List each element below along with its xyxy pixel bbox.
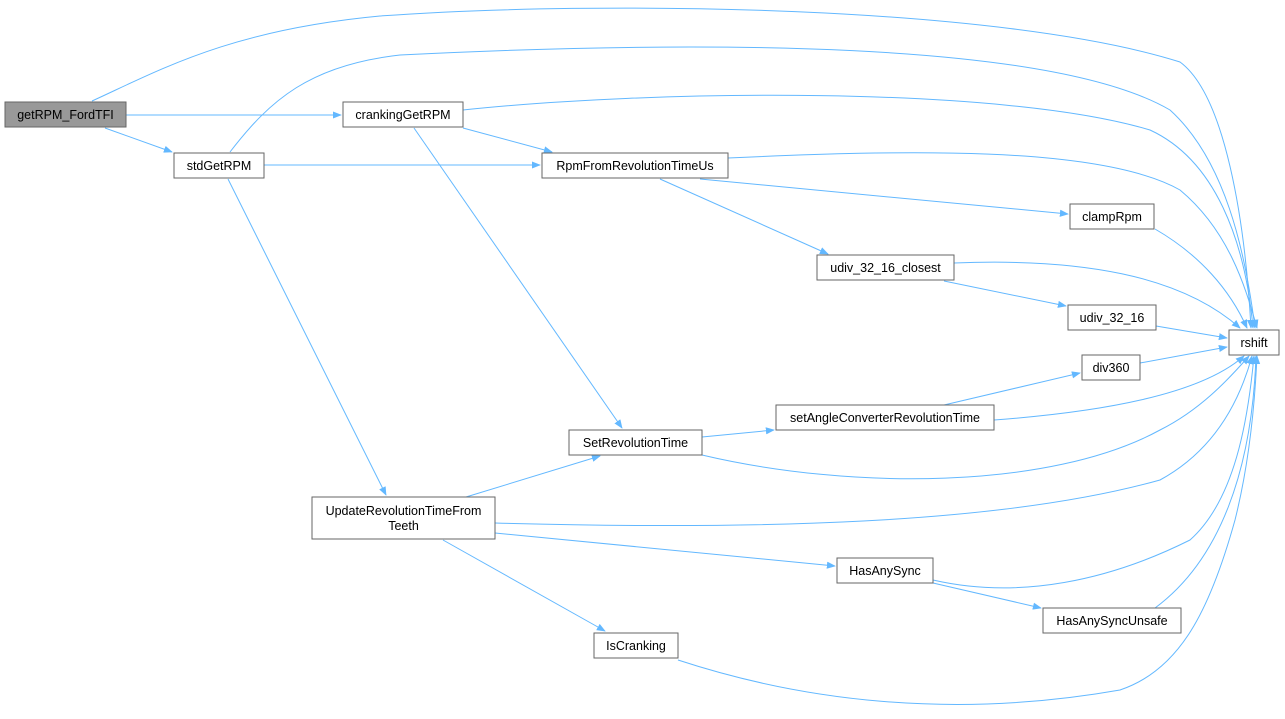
edge-UpdateRevolutionTimeFromTeeth-to-rshift: [494, 355, 1254, 527]
node-box: [1067, 304, 1157, 331]
node-SetRevolutionTime[interactable]: SetRevolutionTime: [568, 429, 703, 456]
node-label: getRPM_FordTFI: [17, 108, 114, 122]
edge-setAngleConverterRevolutionTime-to-div360: [943, 371, 1081, 406]
node-box: [1042, 607, 1182, 634]
node-box: [311, 496, 496, 540]
node-HasAnySync[interactable]: HasAnySync: [836, 557, 934, 584]
edge-layer: [91, 7, 1261, 705]
node-label: HasAnySyncUnsafe: [1056, 614, 1167, 628]
node-label: stdGetRPM: [187, 159, 252, 173]
node-label: IsCranking: [606, 639, 666, 653]
edge-HasAnySyncUnsafe-to-rshift: [1154, 355, 1260, 609]
edge-RpmFromRevolutionTimeUs-to-udiv_32_16_closest: [659, 178, 829, 255]
node-box: [541, 152, 729, 179]
edge-setAngleConverterRevolutionTime-to-rshift: [993, 355, 1245, 421]
edge-RpmFromRevolutionTimeUs-to-rshift: [727, 152, 1259, 329]
edge-crankingGetRPM-to-rshift: [462, 94, 1256, 329]
node-rshift[interactable]: rshift: [1228, 329, 1280, 356]
node-IsCranking[interactable]: IsCranking: [593, 632, 679, 659]
node-label: Teeth: [388, 519, 419, 533]
node-getRPM_FordTFI[interactable]: getRPM_FordTFI: [4, 101, 127, 128]
node-div360[interactable]: div360: [1081, 354, 1141, 381]
node-HasAnySyncUnsafe[interactable]: HasAnySyncUnsafe: [1042, 607, 1182, 634]
edge-getRPM_FordTFI-to-stdGetRPM: [104, 127, 173, 153]
edge-getRPM_FordTFI-to-rshift: [91, 7, 1255, 329]
edge-UpdateRevolutionTimeFromTeeth-to-HasAnySync: [494, 532, 836, 569]
edge-stdGetRPM-to-rshift: [229, 46, 1258, 329]
edge-div360-to-rshift: [1139, 344, 1228, 364]
node-label: crankingGetRPM: [355, 108, 450, 122]
node-box: [342, 101, 464, 128]
edge-IsCranking-to-rshift: [677, 355, 1261, 705]
edge-SetRevolutionTime-to-setAngleConverterRevolutionTime: [701, 427, 775, 438]
node-box: [568, 429, 703, 456]
edge-udiv_32_16-to-rshift: [1155, 325, 1228, 341]
node-box: [4, 101, 127, 128]
edge-UpdateRevolutionTimeFromTeeth-to-SetRevolutionTime: [465, 454, 601, 498]
edge-RpmFromRevolutionTimeUs-to-clampRpm: [699, 178, 1069, 217]
edge-udiv_32_16_closest-to-udiv_32_16: [943, 280, 1067, 308]
node-label: SetRevolutionTime: [583, 436, 688, 450]
edge-HasAnySync-to-HasAnySyncUnsafe: [932, 582, 1042, 610]
node-box: [816, 254, 955, 281]
node-label: udiv_32_16: [1080, 311, 1145, 325]
node-setAngleConverterRevolutionTime[interactable]: setAngleConverterRevolutionTime: [775, 404, 995, 431]
node-RpmFromRevolutionTimeUs[interactable]: RpmFromRevolutionTimeUs: [541, 152, 729, 179]
node-stdGetRPM[interactable]: stdGetRPM: [173, 152, 265, 179]
node-udiv_32_16[interactable]: udiv_32_16: [1067, 304, 1157, 331]
node-label: div360: [1093, 361, 1130, 375]
edge-HasAnySync-to-rshift: [932, 355, 1257, 589]
edge-clampRpm-to-rshift: [1154, 228, 1248, 329]
node-label: udiv_32_16_closest: [830, 261, 941, 275]
node-udiv_32_16_closest[interactable]: udiv_32_16_closest: [816, 254, 955, 281]
node-label: UpdateRevolutionTimeFrom: [326, 504, 482, 518]
edge-stdGetRPM-to-UpdateRevolutionTimeFromTeeth: [227, 178, 387, 496]
edge-udiv_32_16_closest-to-rshift: [953, 261, 1241, 329]
node-box: [775, 404, 995, 431]
node-box: [1081, 354, 1141, 381]
node-box: [836, 557, 934, 584]
node-box: [1069, 203, 1155, 230]
node-label: rshift: [1240, 336, 1268, 350]
edge-crankingGetRPM-to-RpmFromRevolutionTimeUs: [462, 127, 553, 154]
node-label: RpmFromRevolutionTimeUs: [556, 159, 713, 173]
edge-crankingGetRPM-to-SetRevolutionTime: [413, 127, 623, 429]
node-label: HasAnySync: [849, 564, 921, 578]
node-label: setAngleConverterRevolutionTime: [790, 411, 980, 425]
edge-SetRevolutionTime-to-rshift: [701, 355, 1250, 480]
node-clampRpm[interactable]: clampRpm: [1069, 203, 1155, 230]
node-crankingGetRPM[interactable]: crankingGetRPM: [342, 101, 464, 128]
node-box: [1228, 329, 1280, 356]
node-layer: getRPM_FordTFI crankingGetRPM stdGetRPM Rpm…: [4, 101, 1280, 659]
edge-UpdateRevolutionTimeFromTeeth-to-IsCranking: [442, 539, 606, 632]
node-box: [593, 632, 679, 659]
node-label: clampRpm: [1082, 210, 1142, 224]
node-box: [173, 152, 265, 179]
